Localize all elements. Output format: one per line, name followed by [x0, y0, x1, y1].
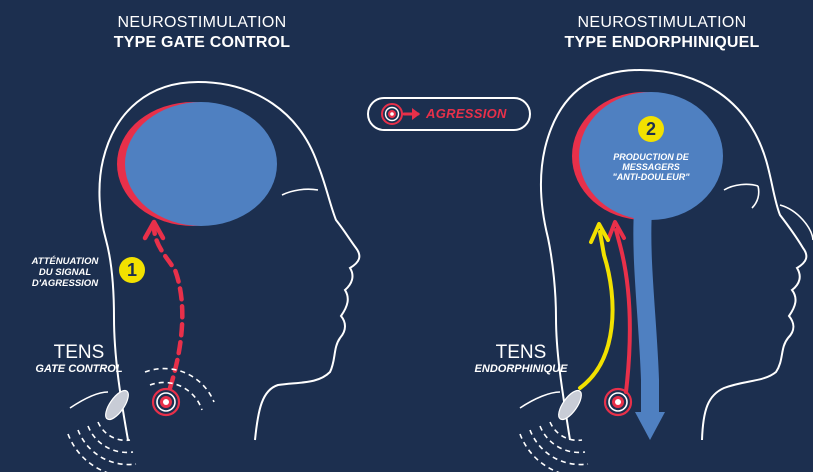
- left-pain-signal-arrowhead: [142, 219, 166, 241]
- left-head-outline: [98, 80, 361, 441]
- left-step-note: ATTÉNUATION DU SIGNAL D'AGRESSION: [20, 256, 110, 289]
- right-head-outline: [540, 68, 808, 441]
- left-step-badge: 1: [119, 257, 145, 283]
- left-eye-line: [281, 188, 319, 196]
- right-step-note-line1: PRODUCTION DE: [613, 152, 689, 162]
- right-title-line2: TYPE ENDORPHINIQUEL: [564, 34, 760, 51]
- right-tens-device-label: TENS: [495, 342, 547, 363]
- right-title: NEUROSTIMULATION TYPE ENDORPHINIQUEL: [522, 13, 802, 53]
- left-title-line2: TYPE GATE CONTROL: [113, 34, 291, 51]
- left-pain-signal-path: [151, 225, 185, 391]
- left-head-diagram: [67, 80, 361, 472]
- right-pain-signal-path: [614, 228, 632, 394]
- right-antipain-flow: [633, 209, 659, 415]
- right-antipain-arrowhead: [635, 412, 665, 440]
- left-title: NEUROSTIMULATION TYPE GATE CONTROL: [62, 13, 342, 53]
- right-tens-label: TENS ENDORPHINIQUE: [466, 342, 576, 376]
- left-pain-target: [151, 387, 181, 417]
- right-step-badge: 2: [638, 116, 664, 142]
- legend-label: AGRESSION: [426, 106, 507, 121]
- right-step-note-line2: MESSAGERS: [622, 162, 680, 172]
- left-tens-device-label: TENS: [53, 342, 105, 363]
- right-eye-line: [723, 183, 760, 209]
- left-step-note-line2: DU SIGNAL: [38, 267, 92, 278]
- left-tens-device-sublabel: GATE CONTROL: [35, 363, 123, 375]
- right-stim-signal-arrowhead: [589, 222, 610, 244]
- right-tens-electrode: [519, 389, 582, 421]
- right-pain-signal-arrowhead: [606, 220, 626, 242]
- right-face-profile: [779, 204, 813, 241]
- left-title-line1: NEUROSTIMULATION: [117, 14, 287, 31]
- left-brain: [125, 102, 277, 226]
- left-tens-electrode: [69, 389, 129, 421]
- left-step-note-line1: ATTÉNUATION: [31, 256, 99, 267]
- right-pain-target: [603, 387, 633, 417]
- right-brain: [579, 92, 723, 220]
- left-tens-label: TENS GATE CONTROL: [24, 342, 134, 376]
- right-stim-signal-path: [578, 230, 615, 390]
- legend-pill: [367, 97, 531, 131]
- right-step-note: PRODUCTION DE MESSAGERS "ANTI-DOULEUR": [596, 152, 706, 182]
- left-step-note-line3: D'AGRESSION: [31, 278, 99, 289]
- right-tens-device-sublabel: ENDORPHINIQUE: [474, 363, 568, 375]
- right-stimulation-waves: [519, 421, 589, 472]
- left-stimulation-waves: [67, 367, 215, 472]
- right-step-note-line3: "ANTI-DOULEUR": [612, 172, 690, 182]
- right-title-line1: NEUROSTIMULATION: [577, 14, 747, 31]
- right-head-diagram: [519, 68, 813, 472]
